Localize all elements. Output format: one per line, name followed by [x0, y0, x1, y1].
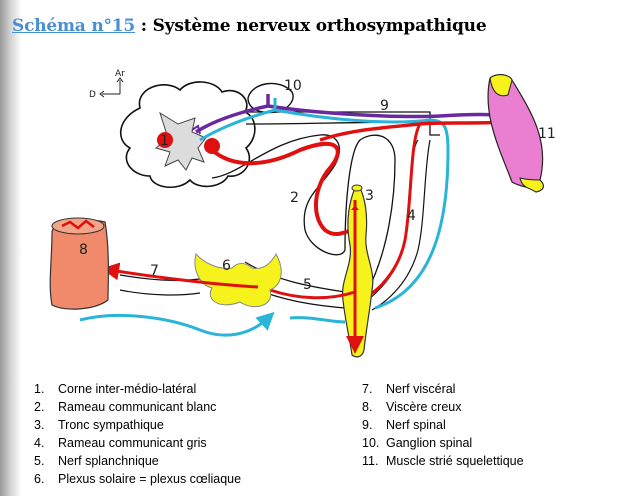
legend-number: 6.: [34, 472, 45, 486]
legend-text: Nerf spinal: [386, 418, 446, 432]
legend-number: 7.: [362, 382, 373, 396]
lateral-horn-neuron-right: [204, 138, 220, 154]
legend-item: 1. Corne inter-médio-latéral: [34, 380, 241, 398]
legend-number: 5.: [34, 454, 45, 468]
sympathetic-trunk: [341, 187, 374, 358]
legend-item: 3. Tronc sympathique: [34, 416, 241, 434]
lateral-horn-neuron-left: [157, 132, 173, 148]
legend-column-1: 1. Corne inter-médio-latéral 2. Rameau com…: [34, 380, 241, 488]
spinal-nerve-fiber: [195, 94, 501, 134]
legend-text: Nerf splanchnique: [58, 454, 159, 468]
legend-number: 8.: [362, 400, 373, 414]
legend-item: 5. Nerf splanchnique: [34, 452, 241, 470]
legend-number: 1.: [34, 382, 45, 396]
label-11: 11: [538, 126, 556, 142]
legend-text: Tronc sympathique: [58, 418, 164, 432]
label-9: 9: [380, 98, 389, 114]
tendon-bottom: [519, 177, 544, 193]
tendon-top: [489, 74, 513, 97]
legend-number: 10.: [362, 436, 380, 450]
label-1: 1: [160, 133, 169, 149]
page-title: Schéma n°15 : Système nerveux orthosympa…: [12, 16, 487, 36]
orthosympathetic-diagram: Ar D 1 2 3 4 5 6 7 8 9: [49, 69, 556, 358]
sensory-fiber: [199, 98, 450, 310]
legend-number: 2.: [34, 400, 45, 414]
label-2: 2: [290, 190, 299, 206]
orientation-up-label: Ar: [115, 69, 125, 79]
legend-item: 6. Plexus solaire = plexus cœliaque: [34, 470, 241, 488]
label-8: 8: [79, 242, 88, 258]
visceral-fiber: [101, 262, 259, 289]
legend-item: 11. Muscle strié squelettique: [362, 452, 524, 470]
label-7: 7: [150, 263, 159, 279]
legend-number: 4.: [34, 436, 45, 450]
page-edge-shadow: [0, 0, 22, 496]
label-6: 6: [222, 258, 231, 274]
legend-text: Ganglion spinal: [386, 436, 473, 450]
nerve-sheath-visceral: [119, 274, 201, 296]
splanchnic-fiber: [257, 285, 356, 300]
label-10: 10: [284, 78, 302, 94]
trunk-up-arrow-icon: [351, 205, 359, 210]
postganglionic-gris-fiber: [367, 123, 422, 298]
viscera-lumen: [51, 217, 105, 235]
purple-terminal-icon: [191, 124, 201, 135]
legend-column-2: 7. Nerf viscéral 8. Viscère creux 9. Nerf s…: [362, 380, 524, 470]
legend-item: 2. Rameau communicant blanc: [34, 398, 241, 416]
gray-matter: [154, 111, 207, 171]
legend-item: 7. Nerf viscéral: [362, 380, 524, 398]
legend-text: Nerf viscéral: [386, 382, 456, 396]
legend-number: 9.: [362, 418, 373, 432]
preganglionic-fiber: [210, 141, 353, 237]
orientation-indicator: Ar D: [89, 69, 125, 100]
label-4: 4: [407, 208, 416, 224]
label-5: 5: [303, 277, 312, 293]
legend-text: Muscle strié squelettique: [386, 454, 524, 468]
schema-number-link[interactable]: Schéma n°15: [12, 16, 136, 36]
title-separator: :: [135, 16, 153, 36]
legend-item: 10. Ganglion spinal: [362, 434, 524, 452]
nerve-sheath-ramus-gris: [367, 139, 431, 311]
legend-item: 4. Rameau communicant gris: [34, 434, 241, 452]
legend-text: Viscère creux: [386, 400, 462, 414]
sensory-fiber-return: [289, 316, 346, 324]
legend-item: 9. Nerf spinal: [362, 416, 524, 434]
celiac-plexus: [194, 252, 282, 308]
orientation-left-label: D: [89, 90, 96, 100]
label-3: 3: [365, 188, 374, 204]
trunk-top: [351, 184, 363, 192]
nerve-sheath-ramus: [211, 134, 396, 291]
legend-number: 11.: [362, 454, 379, 468]
legend-text: Corne inter-médio-latéral: [58, 382, 197, 396]
sensory-fiber-visceral: [79, 311, 275, 337]
legend-item: 8. Viscère creux: [362, 398, 524, 416]
legend-number: 3.: [34, 418, 45, 432]
mucosa-folds: [61, 219, 95, 230]
legend-text: Plexus solaire = plexus cœliaque: [58, 472, 242, 486]
title-text: Système nerveux orthosympathique: [152, 16, 487, 36]
legend-text: Rameau communicant blanc: [58, 400, 217, 414]
legend-text: Rameau communicant gris: [58, 436, 207, 450]
